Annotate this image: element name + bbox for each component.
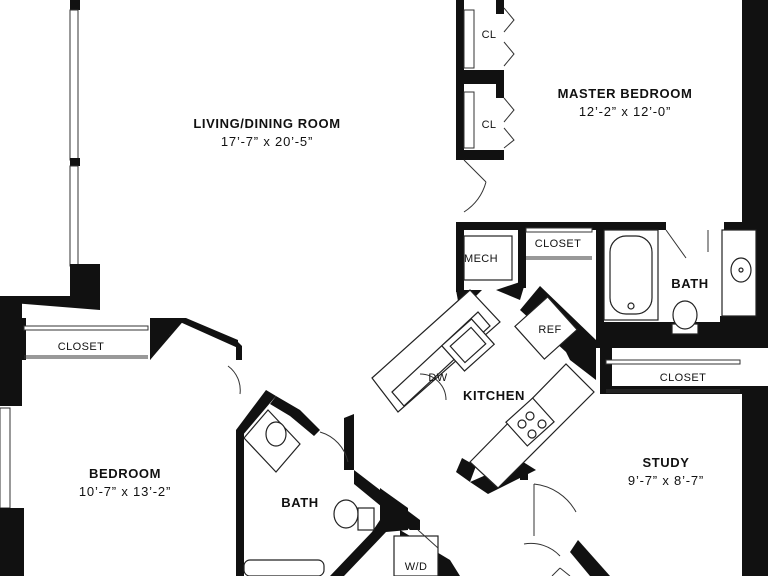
mech-unit: [463, 235, 513, 281]
master-bedroom-dims: 12’-2” x 12’-0”: [579, 104, 671, 119]
bedroom-dims: 10’-7” x 13’-2”: [79, 484, 171, 499]
master-closet-label: CLOSET: [535, 238, 581, 250]
wd-label: W/D: [405, 561, 428, 573]
study-fixtures: [523, 359, 741, 576]
window-living-lower: [69, 165, 79, 267]
second-sink-icon: [265, 421, 287, 447]
ref-label: REF: [538, 324, 561, 336]
second-bath-name: BATH: [281, 495, 319, 510]
second-bath-fixtures: [243, 409, 375, 576]
fixture-labels: CL CL MECH CLOSET CLOSET CLOSET REF DW W…: [58, 29, 706, 573]
bedroom-closet-label: CLOSET: [58, 341, 104, 353]
mech-label: MECH: [464, 253, 498, 265]
study-closet-label: CLOSET: [660, 372, 706, 384]
study-dims: 9’-7” x 8’-7”: [628, 473, 704, 488]
kitchen-name: KITCHEN: [463, 388, 525, 403]
washer-dryer: [393, 529, 439, 576]
wd-unit: [393, 535, 439, 576]
window-bedroom: [0, 407, 11, 509]
master-toilet-icon: [672, 300, 698, 330]
window-living-upper: [69, 9, 79, 161]
second-toilet-tank: [357, 507, 375, 531]
bedroom-closet: [23, 325, 241, 395]
master-bath-fixtures: [603, 229, 757, 335]
master-bath-name: BATH: [671, 276, 709, 291]
second-bathtub: [243, 559, 325, 576]
study-name: STUDY: [642, 455, 689, 470]
bedroom-name: BEDROOM: [89, 466, 161, 481]
living-room-dims: 17’-7” x 20’-5”: [221, 134, 313, 149]
master-bedroom-name: MASTER BEDROOM: [558, 86, 693, 101]
closet-label-upper: CL: [482, 29, 497, 41]
master-closet-doors: [463, 7, 515, 213]
kitchen-fixtures: [371, 289, 595, 489]
dw-label: DW: [428, 372, 447, 384]
master-closet: [525, 227, 593, 260]
room-labels: LIVING/DINING ROOM 17’-7” x 20’-5” MASTE…: [79, 86, 709, 510]
second-toilet-icon: [333, 499, 359, 529]
living-room-name: LIVING/DINING ROOM: [193, 116, 340, 131]
closet-label-lower: CL: [482, 119, 497, 131]
stove-icon: [505, 397, 555, 447]
refrigerator-icon: [514, 296, 578, 360]
